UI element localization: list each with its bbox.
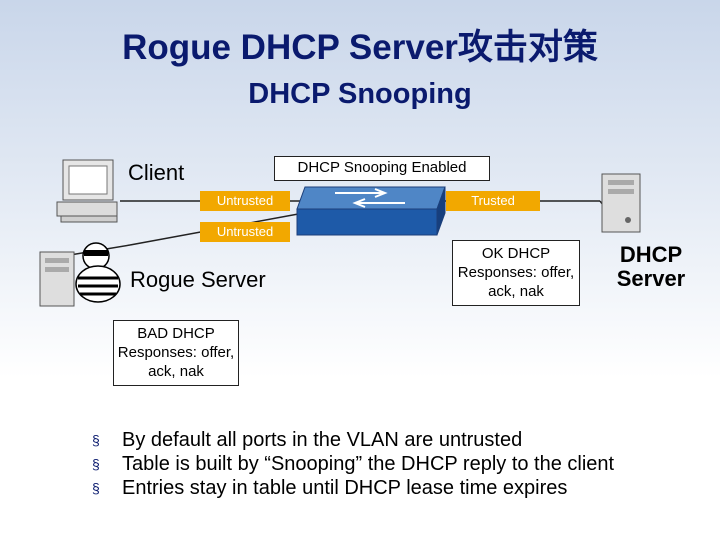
bullet-marker-icon: § (92, 480, 100, 496)
client-computer-icon (56, 159, 118, 223)
slide-title: Rogue DHCP Server攻击对策 (122, 28, 598, 67)
bullet-item: § Table is built by “Snooping” the DHCP … (92, 453, 615, 475)
client-label: Client (128, 160, 185, 185)
bad-responses-box: BAD DHCP Responses: offer, ack, nak (113, 320, 239, 387)
port-trusted: Trusted (446, 191, 540, 211)
bullet-list: § By default all ports in the VLAN are u… (92, 428, 692, 500)
bullet-marker-icon: § (92, 456, 100, 472)
rogue-server-icon (39, 242, 121, 307)
ok-responses-box: OK DHCP Responses: offer, ack, nak (452, 240, 580, 307)
slide-subtitle: DHCP Snooping (248, 78, 472, 110)
bullet-item: § By default all ports in the VLAN are u… (92, 429, 523, 451)
snooping-enabled-label: DHCP Snooping Enabled (274, 156, 490, 181)
switch-icon (296, 186, 446, 236)
dhcp-server-icon (601, 173, 641, 233)
bullet-marker-icon: § (92, 432, 100, 448)
port-untrusted-rogue: Untrusted (200, 222, 290, 242)
bullet-item: § Entries stay in table until DHCP lease… (92, 477, 568, 499)
rogue-server-label: Rogue Server (130, 267, 266, 292)
port-untrusted-client: Untrusted (200, 191, 290, 211)
dhcp-server-label: DHCP Server (616, 242, 686, 292)
